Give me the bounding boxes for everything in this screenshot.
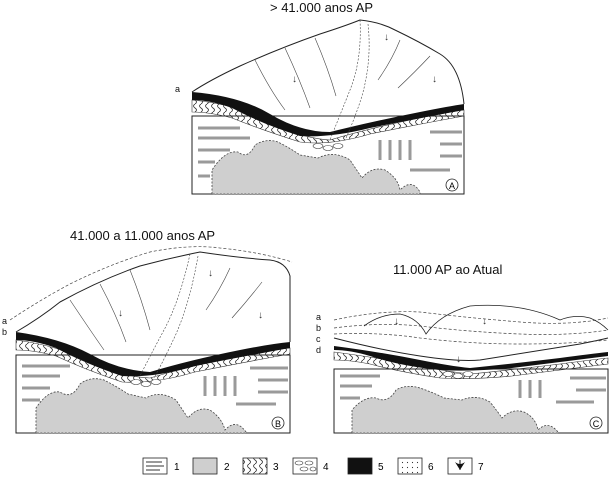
panel-c-vegetation-icon: ↓ (482, 316, 487, 327)
legend (142, 457, 473, 475)
panel-a-vegetation-icon: ↓ (292, 74, 297, 85)
panel-a-strata (198, 126, 462, 178)
legend-label-7: 7 (478, 462, 484, 473)
legend-swatch-strata (142, 457, 168, 475)
panel-b-strata (22, 364, 288, 406)
panel-b-gravel (130, 379, 162, 387)
legend-label-6: 6 (428, 462, 434, 473)
legend-swatch-paleosol (347, 457, 373, 475)
panel-c-strata (340, 374, 606, 404)
legend-label-3: 3 (273, 462, 279, 473)
panel-c-letter: C (593, 419, 600, 429)
panel-b-drainage (69, 267, 263, 351)
panel-b-letter: B (275, 419, 281, 429)
panel-a-drainage (254, 37, 431, 111)
panel-a-paleosol (192, 92, 464, 137)
legend-label-4: 4 (323, 462, 329, 473)
panel-b-former-surface (9, 246, 293, 321)
legend-label-5: 5 (378, 462, 384, 473)
legend-swatch-gravel (292, 457, 318, 475)
panel-c-gravel (442, 371, 474, 379)
panel-b-vegetation-icon: ↓ (118, 308, 123, 319)
panel-a-letter: A (449, 181, 455, 191)
panel-a-hillslope (191, 19, 465, 105)
panel-c-level-c: c (316, 334, 321, 344)
panel-a-bedrock (211, 140, 421, 195)
panel-a-letter-badge (445, 178, 459, 192)
panel-c-bedrock (351, 386, 559, 434)
panel-b-letter-badge (271, 416, 285, 430)
panel-b: ↓ ↓ ↓ (9, 246, 293, 434)
panel-b-level-a: a (2, 316, 8, 326)
panel-c-vegetation-icon: ↓ (456, 354, 461, 365)
panel-c-hills (363, 304, 609, 335)
panel-c-title: 11.000 AP ao Atual (393, 262, 503, 277)
panel-a-vegetation-icon: ↓ (432, 74, 437, 85)
legend-label-1: 1 (174, 462, 180, 473)
panel-b-title: 41.000 a 11.000 anos AP (70, 228, 216, 243)
panel-c-paleosol (334, 346, 608, 371)
panel-b-vegetation-icon: ↓ (258, 310, 263, 321)
panel-a: ↓ ↓ ↓ (191, 19, 465, 195)
panel-b-level-b: b (2, 327, 8, 337)
panel-a-title: > 41.000 anos AP (270, 0, 374, 15)
panel-a-gravel (312, 143, 344, 151)
panel-c-level-a: a (316, 312, 322, 322)
legend-swatch-sand (397, 457, 423, 475)
panel-c-level-b: b (316, 323, 322, 333)
legend-swatch-bedrock (192, 457, 218, 475)
panel-b-hillslope (15, 251, 291, 342)
legend-label-2: 2 (224, 462, 230, 473)
panel-b-paleosol (16, 332, 290, 377)
panel-b-vegetation-icon: ↓ (208, 268, 213, 279)
panel-c-level-d: d (316, 345, 322, 355)
panel-a-vegetation-icon: ↓ (384, 32, 389, 43)
panel-c-vegetation-icon: ↓ (394, 316, 399, 327)
legend-swatch-colluvium (242, 457, 268, 475)
panel-a-level-a: a (175, 84, 181, 94)
panel-c: ↓ ↓ ↓ (333, 304, 609, 434)
panel-b-bedrock (35, 378, 247, 434)
panel-c-former-surfaces (333, 311, 609, 345)
panel-c-letter-badge (589, 416, 603, 430)
legend-swatch-vegetation (447, 457, 473, 475)
panel-c-surface (333, 337, 609, 361)
